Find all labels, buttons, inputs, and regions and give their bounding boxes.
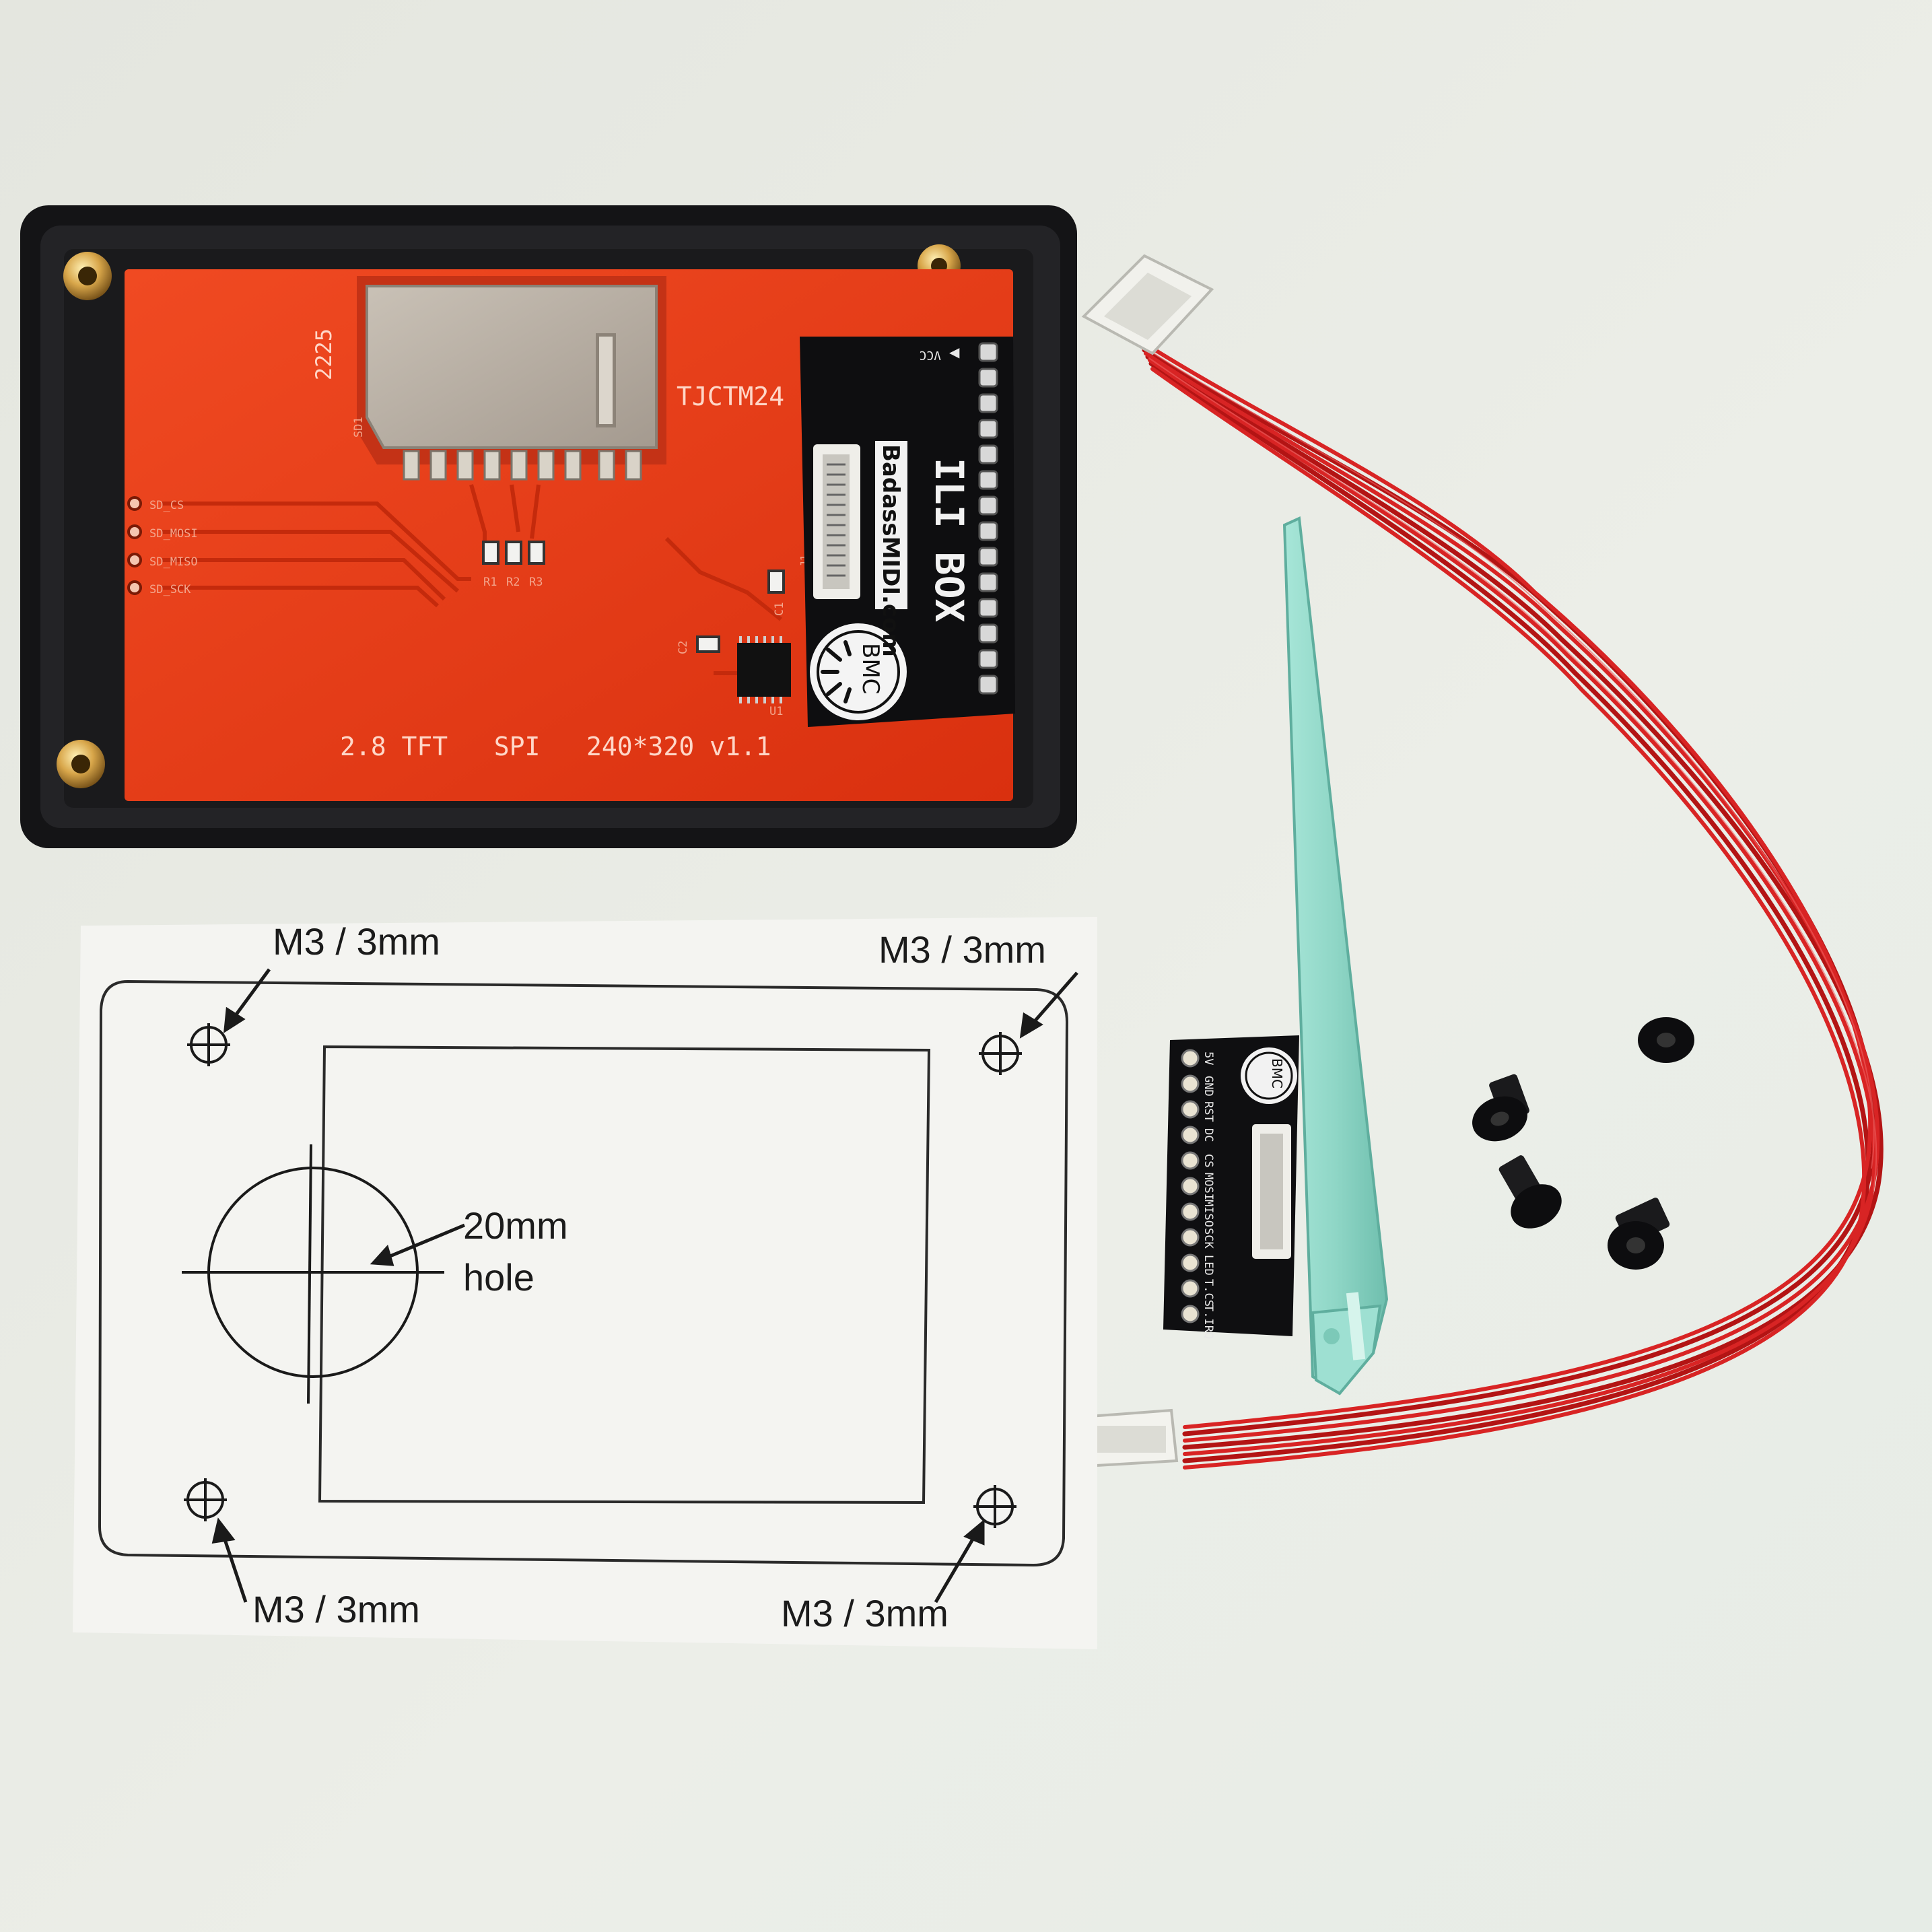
screw-4	[1608, 1198, 1670, 1270]
screw-2	[1498, 1155, 1562, 1229]
ili-box-site: BadassMIDI.com	[877, 444, 904, 657]
breakout-pin-gnd: GND	[1202, 1076, 1215, 1097]
hole-label-word: hole	[463, 1256, 534, 1299]
breakout-pin-5v: 5V	[1202, 1051, 1215, 1065]
label-u1: U1	[769, 705, 783, 718]
label-c2: C2	[677, 641, 690, 654]
ili-box-vcc: VCC	[919, 348, 941, 362]
arrow-icon: ◀	[949, 344, 960, 360]
crosshair-br	[973, 1485, 1016, 1528]
sd-card-slot	[357, 276, 666, 481]
stylus	[1282, 516, 1389, 1395]
breakout-pin-dc: DC	[1202, 1128, 1215, 1142]
screw-label-tl: M3 / 3mm	[273, 920, 440, 963]
breakout-board: 5V GND RST DC CS MOSI MISO SCK LED T.CS …	[1163, 1035, 1299, 1339]
pcb-sd-ref: SD1	[352, 417, 366, 438]
crosshair-bl	[184, 1478, 227, 1521]
ili-box-brand: ILI BOX	[926, 458, 972, 623]
pcb-model: TJCTM24	[677, 382, 784, 411]
breakout-logo: BMC	[1241, 1047, 1297, 1104]
breakout-pin-sck: SCK	[1202, 1228, 1215, 1249]
sd-pin-label-sck: SD_SCK	[149, 583, 191, 596]
hole-marker	[182, 1144, 444, 1404]
cable-connector-bottom	[1078, 1408, 1179, 1468]
mounting-template: M3 / 3mm M3 / 3mm M3 / 3mm M3 / 3mm 20mm…	[73, 917, 1097, 1649]
sd-pin-label-cs: SD_CS	[149, 499, 184, 512]
fpc-connector	[813, 444, 860, 599]
cable-connector-top	[1081, 254, 1214, 355]
breakout-pads	[1181, 1049, 1200, 1323]
breakout-pin-cs: CS	[1202, 1154, 1215, 1167]
capacitor-c1	[767, 570, 785, 594]
screw-label-bl: M3 / 3mm	[252, 1588, 420, 1630]
breakout-pin-rst: RST	[1202, 1101, 1215, 1122]
resistor-label-r1: R1	[483, 576, 497, 589]
breakout-logo-text: BMC	[1269, 1058, 1285, 1089]
bmc-logo-text: BMC	[857, 643, 884, 694]
pcb-spec: 2.8 TFT SPI 240*320 v1.1	[340, 732, 771, 761]
template-arrows	[211, 968, 1078, 1603]
screw-label-tr: M3 / 3mm	[878, 928, 1046, 971]
ic-u1	[737, 636, 791, 703]
screw-3	[1638, 1017, 1694, 1063]
sd-pin-label-mosi: SD_MOSI	[149, 527, 198, 541]
resistor-label-r3: R3	[529, 576, 543, 589]
sd-header-pads	[127, 496, 142, 595]
breakout-pin-mosi: MOSI	[1202, 1173, 1215, 1200]
breakout-pin-miso: MISO	[1202, 1200, 1215, 1227]
pin-header-row	[978, 342, 998, 695]
ili-box-adapter: BMC ILI BOX BadassMIDI.com VCC ◀	[800, 337, 1015, 727]
brass-standoff-tl	[63, 252, 112, 300]
hole-label-size: 20mm	[463, 1204, 568, 1247]
crosshair-tr	[979, 1032, 1022, 1075]
ribbon-cable	[1142, 341, 1884, 1470]
brass-standoff-bl	[57, 740, 105, 788]
bmc-logo: BMC	[810, 623, 907, 720]
screw-label-br: M3 / 3mm	[781, 1592, 948, 1634]
pcb-date-code: 2225	[311, 329, 337, 380]
resistor-label-r2: R2	[506, 576, 520, 589]
sd-pin-label-miso: SD_MISO	[149, 555, 198, 569]
tft-pcb: SD_CS SD_MOSI SD_MISO SD_SCK R1 R2 R3	[125, 269, 1013, 801]
breakout-pin-led: LED	[1202, 1255, 1215, 1276]
resistor-array	[482, 541, 545, 565]
capacitor-c2	[696, 635, 720, 653]
screw-1	[1472, 1074, 1529, 1142]
breakout-pin-tirq: T.IRQ	[1202, 1305, 1215, 1339]
crosshair-tl	[187, 1023, 230, 1066]
breakout-pin-tcs: T.CS	[1202, 1279, 1215, 1307]
breakout-fpc-connector	[1252, 1124, 1291, 1259]
label-c1: C1	[773, 602, 786, 616]
pcb-traces	[162, 484, 782, 675]
